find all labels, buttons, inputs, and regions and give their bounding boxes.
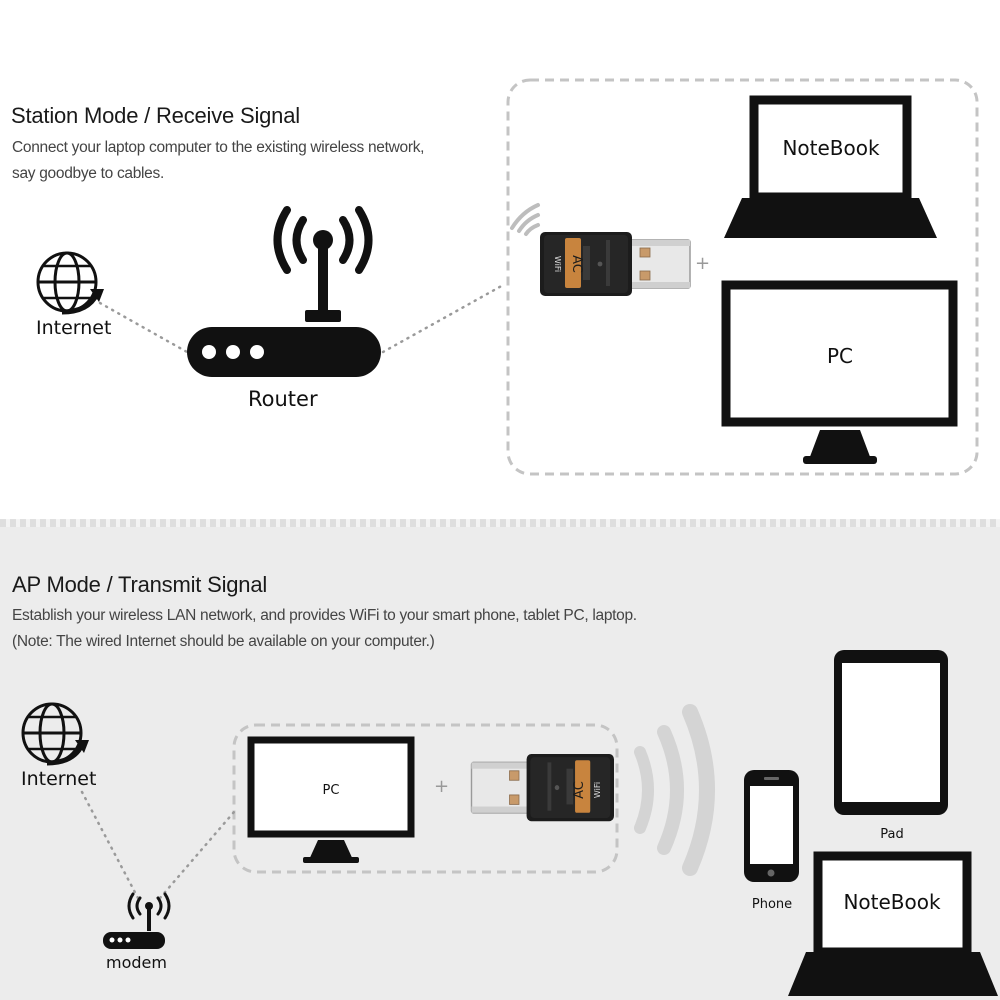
station-notebook-label: NoteBook xyxy=(782,136,880,160)
station-adapter-wifi-text: WiFi xyxy=(553,256,562,272)
broadcast-waves-icon xyxy=(634,704,715,876)
router-icon xyxy=(187,206,381,377)
station-adapter-badge-text: AC xyxy=(569,255,584,273)
ap-dashed-frame xyxy=(232,723,619,874)
station-pc-monitor-icon xyxy=(721,280,958,464)
ap-internet-label: Internet xyxy=(21,768,96,790)
ap-internet-globe-icon xyxy=(21,702,89,766)
ap-mode-description-line-1: Establish your wireless LAN network, and… xyxy=(12,607,637,624)
ap-mode-title: AP Mode / Transmit Signal xyxy=(12,572,268,597)
station-pc-label: PC xyxy=(827,344,853,368)
modem-pc-link xyxy=(158,810,236,900)
station-mode-title: Station Mode / Receive Signal xyxy=(11,103,300,128)
station-notebook-icon xyxy=(724,95,937,238)
station-usb-adapter: AC WiFi xyxy=(539,231,691,297)
station-plus-sign: + xyxy=(695,253,710,274)
ap-adapter-wifi-text: WiFi xyxy=(593,782,602,798)
ap-notebook-icon xyxy=(788,851,998,996)
internet-globe-icon xyxy=(36,251,104,315)
modem-label: modem xyxy=(106,953,167,972)
modem-icon xyxy=(103,892,171,949)
station-mode-description-line-1: Connect your laptop computer to the exis… xyxy=(12,139,425,156)
ap-adapter-badge-text: AC xyxy=(572,781,587,799)
station-mode-description-line-2: say goodbye to cables. xyxy=(12,165,164,182)
ap-notebook-label: NoteBook xyxy=(843,890,941,914)
phone-label: Phone xyxy=(752,897,792,912)
phone-icon xyxy=(744,770,799,882)
router-adapter-link xyxy=(381,282,507,354)
ap-pc-monitor-icon xyxy=(247,736,415,863)
station-internet-label: Internet xyxy=(36,317,111,339)
station-dashed-frame xyxy=(506,78,979,476)
pad-label: Pad xyxy=(880,827,903,842)
ap-plus-sign: + xyxy=(434,776,449,797)
adapter-signal-icon xyxy=(510,203,540,236)
ap-pc-label: PC xyxy=(323,783,340,798)
ap-mode-description-line-2: (Note: The wired Internet should be avai… xyxy=(12,633,435,650)
section-separator xyxy=(0,519,1000,527)
internet-modem-link xyxy=(80,790,140,900)
router-label: Router xyxy=(248,387,318,411)
pad-icon xyxy=(834,650,948,815)
internet-router-link xyxy=(98,301,189,354)
